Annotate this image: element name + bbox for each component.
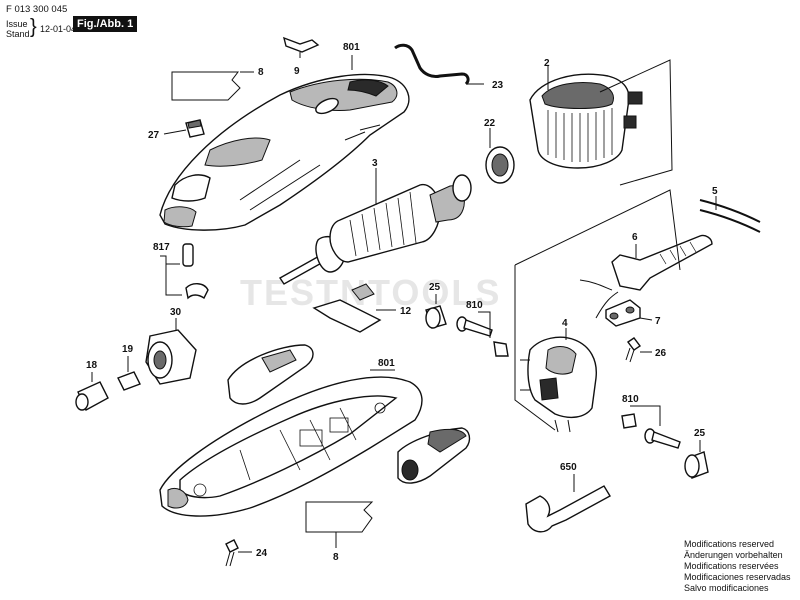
- callout-4: 4: [562, 318, 568, 329]
- part-2-field-coil: [529, 59, 673, 186]
- part-7-cord-clamp: [605, 299, 653, 327]
- callout-26: 26: [655, 348, 667, 359]
- note-line: Modifications reservées: [684, 561, 779, 571]
- note-line: Modificaciones reservadas: [684, 572, 791, 582]
- document-number: F 013 300 045: [6, 4, 68, 15]
- modification-notes: Modifications reserved Änderungen vorbeh…: [684, 539, 791, 594]
- part-27-cap: [163, 119, 205, 138]
- callout-650: 650: [560, 462, 577, 473]
- part-25-bottom-bushing: [684, 440, 709, 479]
- part-650-wrench: [525, 474, 611, 533]
- part-25-bushing: [425, 294, 447, 329]
- callout-810-mid: 810: [466, 300, 483, 311]
- part-24-screw: [225, 539, 252, 567]
- part-801-upper-housing: [159, 73, 410, 231]
- note-line: Änderungen vorbehalten: [684, 550, 783, 560]
- callout-25-bottom: 25: [694, 428, 706, 439]
- callout-30: 30: [170, 307, 182, 318]
- figure-label: Fig./Abb. 1: [73, 16, 138, 32]
- callout-8-bottom: 8: [333, 552, 339, 563]
- issue-date: 12-01-04: [40, 24, 77, 34]
- note-line: Modifications reserved: [684, 539, 775, 549]
- part-30-nose-ring: [145, 318, 197, 385]
- callout-22: 22: [484, 118, 496, 129]
- callout-12: 12: [400, 306, 412, 317]
- callout-19: 19: [122, 344, 134, 355]
- brace-glyph: }: [30, 16, 37, 38]
- part-8-label-bottom: [305, 501, 374, 548]
- callout-6: 6: [632, 232, 638, 243]
- callout-801-top: 801: [343, 42, 360, 53]
- part-801-side-cover: [227, 344, 395, 405]
- part-23-wire-bracket: [394, 43, 484, 86]
- stand-label: Stand: [6, 29, 30, 39]
- part-22-bearing: [485, 128, 515, 184]
- part-4-brush-holder: [514, 265, 597, 433]
- callout-23: 23: [492, 80, 504, 91]
- part-817-latch: [160, 243, 209, 300]
- part-18-collet-nut: [75, 372, 109, 411]
- callout-18: 18: [86, 360, 98, 371]
- part-3-armature: [278, 168, 472, 285]
- part-810-bottom-screw-nut: [621, 405, 681, 449]
- callout-9: 9: [294, 66, 300, 77]
- part-801-lower-housing: [159, 376, 423, 517]
- callout-24: 24: [256, 548, 268, 559]
- callout-25-mid: 25: [429, 282, 441, 293]
- callout-810-bottom: 810: [622, 394, 639, 405]
- callout-8-top: 8: [258, 67, 264, 78]
- note-line: Salvo modificaciones: [684, 583, 769, 593]
- callout-817: 817: [153, 242, 170, 253]
- part-26-screw: [625, 337, 652, 363]
- part-12-carbon-brush: [312, 283, 396, 333]
- part-9-clip: [282, 36, 320, 58]
- callout-3: 3: [372, 158, 378, 169]
- part-front-grip: [397, 427, 471, 484]
- callout-5: 5: [712, 186, 718, 197]
- issue-stand-labels: Issue Stand: [6, 19, 30, 39]
- part-8-label-top: [171, 71, 254, 101]
- part-6-cord-guard: [514, 189, 713, 319]
- callout-27: 27: [148, 130, 160, 141]
- issue-label: Issue: [6, 19, 28, 29]
- callout-2: 2: [544, 58, 550, 69]
- callout-7: 7: [655, 316, 661, 327]
- part-19-collet: [117, 356, 141, 391]
- callout-801-bottom: 801: [378, 358, 395, 369]
- part-5-power-cord: [699, 196, 761, 233]
- part-810-screw-nut: [456, 311, 509, 357]
